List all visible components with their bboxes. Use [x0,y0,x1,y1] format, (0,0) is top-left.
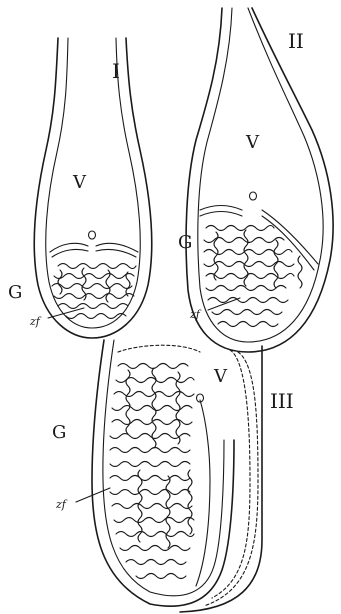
figure-1-gland-label: G [8,282,22,303]
figure-3-dashed-membrane [118,345,250,598]
figure-2-gland-label: G [178,232,192,253]
figure-2: II V G zf [178,8,333,352]
figure-1-septum [50,243,138,252]
figure-1-cavity-label: V [72,172,87,193]
figure-2-convoluted-tissue [204,226,302,327]
figure-3-inner-wall [103,340,224,596]
figure-2-numeral: II [288,29,304,53]
figure-3-convoluted-tissue [110,364,194,579]
figure-2-detail-pointer [208,298,240,310]
figure-3-detail-label: zf [55,498,68,511]
figure-2-detail-label: zf [189,308,202,321]
figure-3-cavity-label: V [213,366,228,387]
figure-1-pore [89,231,96,239]
figure-3-gland-label: G [52,422,66,443]
figure-2-pore [250,192,257,200]
figure-1-septum-lower [52,249,136,257]
figure-1-convoluted-tissue [52,264,136,319]
figure-1: I V G zf [8,38,152,338]
figure-1-detail-label: zf [29,315,42,328]
figure-1-numeral: I [112,59,120,83]
figure-3-septum [196,400,210,586]
figure-2-cavity-label: V [245,132,260,153]
figure-3: III V G zf [52,340,294,612]
figure-3-numeral: III [270,389,294,413]
